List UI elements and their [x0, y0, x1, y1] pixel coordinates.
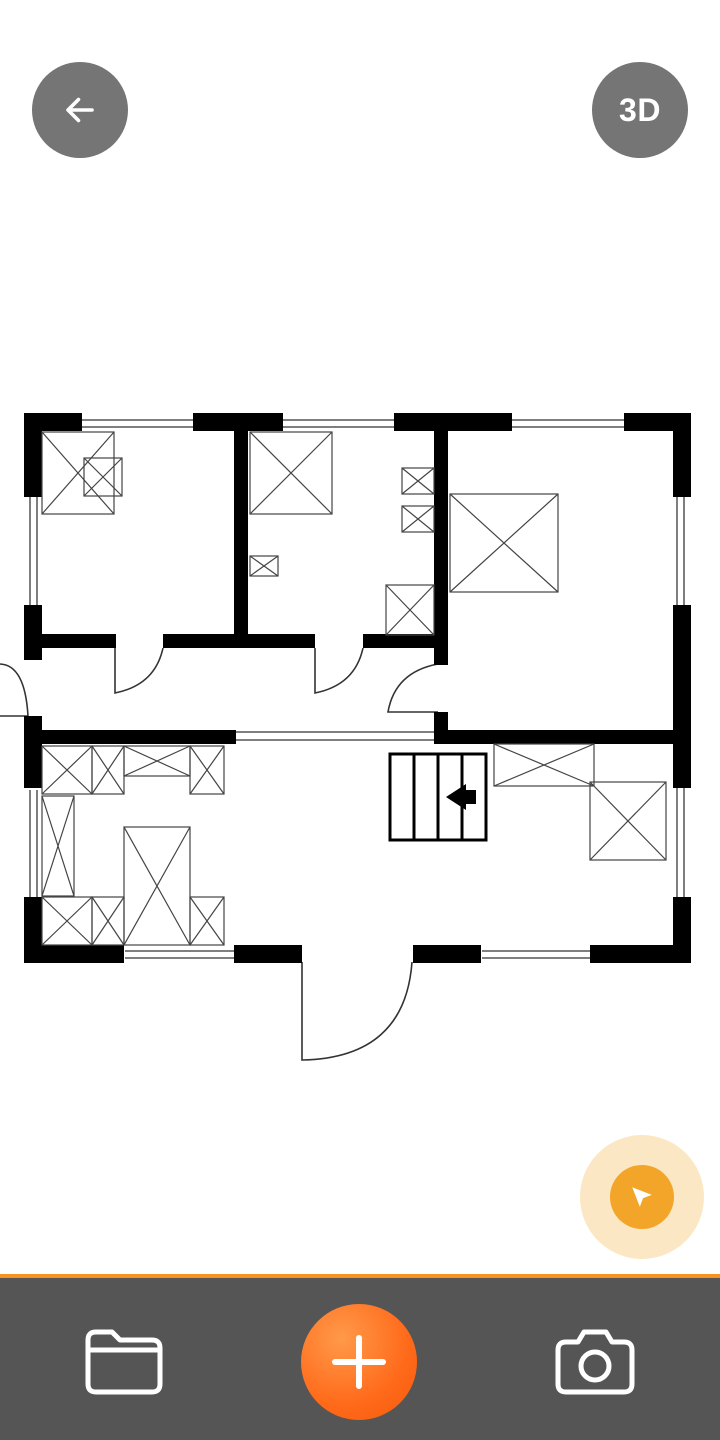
add-button[interactable]	[301, 1304, 417, 1420]
view-3d-label: 3D	[619, 91, 661, 128]
camera-button[interactable]	[552, 1324, 638, 1396]
floor-plan-canvas[interactable]	[0, 400, 720, 1080]
folder-button[interactable]	[80, 1326, 166, 1398]
navigation-arrow-icon	[632, 1187, 652, 1207]
bottom-toolbar	[0, 1274, 720, 1440]
locate-button[interactable]	[580, 1135, 704, 1259]
plus-icon	[332, 1335, 386, 1389]
view-3d-button[interactable]: 3D	[592, 62, 688, 158]
arrow-left-icon	[66, 97, 94, 123]
locate-button-core	[610, 1165, 674, 1229]
back-button[interactable]	[32, 62, 128, 158]
folder-icon	[85, 1329, 163, 1395]
camera-icon	[555, 1329, 635, 1395]
